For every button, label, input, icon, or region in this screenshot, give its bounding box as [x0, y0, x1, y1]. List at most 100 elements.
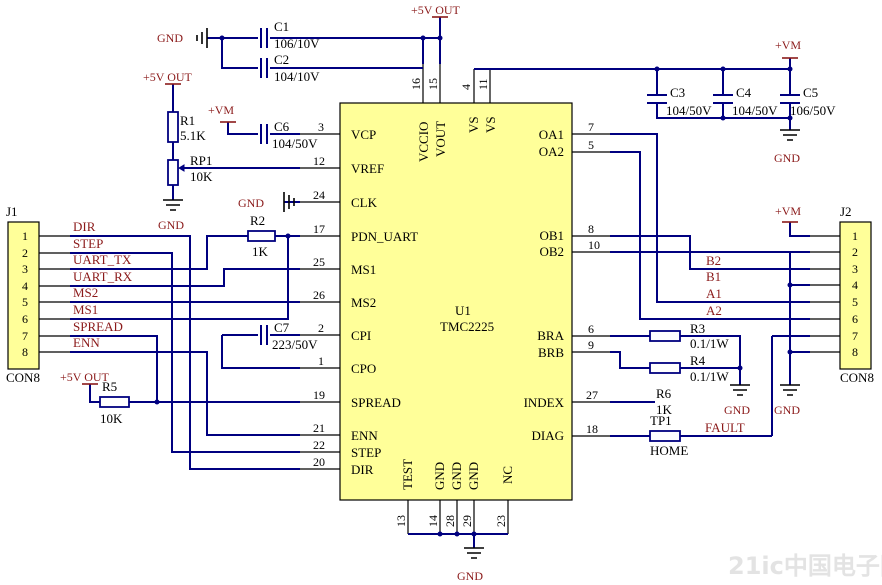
j2-pin-lines [810, 235, 840, 353]
connector-j2: J2 CON8 1 2 3 4 5 6 7 8 B2 B1 A1 A2 [706, 204, 874, 385]
wire-c1-c2 [221, 17, 441, 69]
ground-icon [730, 384, 750, 396]
net-label: DIR [73, 219, 96, 234]
pin-num: 19 [313, 388, 325, 402]
j2-pin: 1 [852, 229, 858, 243]
pin-num: 17 [313, 222, 325, 236]
pin-name: CPI [351, 328, 371, 343]
resistor-r4 [649, 362, 681, 374]
resistor-r5 [99, 396, 130, 408]
capacitor-c2 [260, 58, 268, 78]
j2-body [839, 221, 872, 370]
j2-pin: 8 [852, 345, 858, 359]
ground-label: GND [457, 569, 483, 583]
power-vm-label: +VM [208, 103, 234, 117]
comp-ref: TP1 [650, 413, 672, 428]
pin-name: OB2 [539, 244, 564, 259]
pin-num: 8 [588, 222, 594, 236]
wire-spread [70, 335, 158, 402]
testpoint-value: 1K [656, 402, 673, 417]
resistor-r1 [167, 111, 179, 143]
power-5v-label: +5V OUT [411, 3, 461, 17]
pin-name: MS2 [351, 295, 376, 310]
pin-name: VOUT [433, 121, 448, 157]
wire-ms1 [70, 236, 289, 320]
j1-pin: 2 [22, 246, 28, 260]
ground-label: GND [724, 403, 750, 417]
ground-label: GND [238, 196, 264, 210]
comp-ref: C5 [803, 85, 818, 100]
comp-ref: C2 [274, 52, 289, 67]
pin-name: ENN [351, 428, 378, 443]
wire-c6 [227, 122, 300, 135]
wire-j2-power [771, 222, 810, 436]
wire-uart-tx [70, 235, 248, 270]
pin-name: OB1 [539, 228, 564, 243]
pin-name: PDN_UART [351, 229, 418, 244]
capacitor-c6 [260, 124, 268, 144]
ic-right-pin-lines [572, 133, 610, 437]
junction-dot [787, 282, 793, 288]
pin-num: 29 [460, 515, 474, 527]
pin-name: OA1 [539, 127, 564, 142]
wires [70, 17, 810, 548]
junctions [154, 35, 793, 537]
junction-dot [787, 66, 793, 72]
pin-name: NC [500, 466, 515, 484]
pin-name: VS [466, 116, 481, 133]
wire-uart-rx [70, 268, 300, 287]
net-label: SPREAD [73, 319, 123, 334]
comp-ref: R5 [102, 379, 117, 394]
ic-u1-part: TMC2225 [440, 319, 494, 334]
pin-name: DIAG [532, 428, 565, 443]
capacitor-c3 [647, 94, 667, 104]
comp-value: 1K [252, 244, 269, 259]
comp-value: 223/50V [272, 337, 318, 352]
comp-ref: C7 [274, 320, 290, 335]
ic-u1: U1 TMC2225 3 12 24 17 25 26 2 1 19 21 22… [300, 64, 610, 534]
wire-a1 [610, 133, 810, 303]
j2-pin: 2 [852, 245, 858, 259]
junction-dot [454, 531, 460, 537]
net-label: UART_TX [73, 252, 132, 267]
ground-icon [196, 28, 208, 48]
ground-icon [464, 547, 484, 559]
pin-name: VCP [351, 127, 376, 142]
pin-name: MS1 [351, 262, 376, 277]
comp-value: 0.1/1W [690, 336, 729, 351]
pin-num: 28 [443, 515, 457, 527]
net-label: A1 [706, 286, 722, 301]
ground-label: GND [774, 403, 800, 417]
wire-c7 [221, 334, 300, 369]
net-label: B1 [706, 269, 721, 284]
j2-pin: 7 [852, 329, 858, 343]
j1-pin: 3 [22, 262, 28, 276]
junction-dot [787, 349, 793, 355]
pin-name: STEP [351, 445, 381, 460]
j1-pin: 4 [22, 279, 28, 293]
pin-num: 10 [588, 238, 600, 252]
comp-value: 10K [100, 411, 123, 426]
j1-body [7, 221, 40, 370]
j1-ref: J1 [6, 204, 18, 219]
junction-dot [720, 66, 726, 72]
pin-name: GND [466, 462, 481, 490]
pin-name: VREF [351, 161, 384, 176]
pin-num: 3 [318, 120, 324, 134]
pin-name: VCCIO [416, 122, 431, 162]
comp-value: 106/10V [274, 36, 320, 51]
junction-dot [737, 365, 743, 371]
ic-bottom-pin-lines [407, 500, 509, 534]
j1-type: CON8 [6, 370, 40, 385]
net-label: B2 [706, 253, 721, 268]
comp-ref: C3 [670, 85, 685, 100]
junction-dot [654, 66, 660, 72]
resistor-r2 [247, 230, 276, 242]
pin-num: 15 [426, 78, 440, 90]
testpoint-ref: R6 [656, 386, 672, 401]
comp-ref: C1 [274, 19, 289, 34]
power-5v-label: +5V OUT [143, 70, 193, 84]
comp-ref: R4 [690, 353, 706, 368]
power-5v-label: +5V OUT [60, 370, 110, 384]
capacitor-c5 [780, 94, 800, 104]
